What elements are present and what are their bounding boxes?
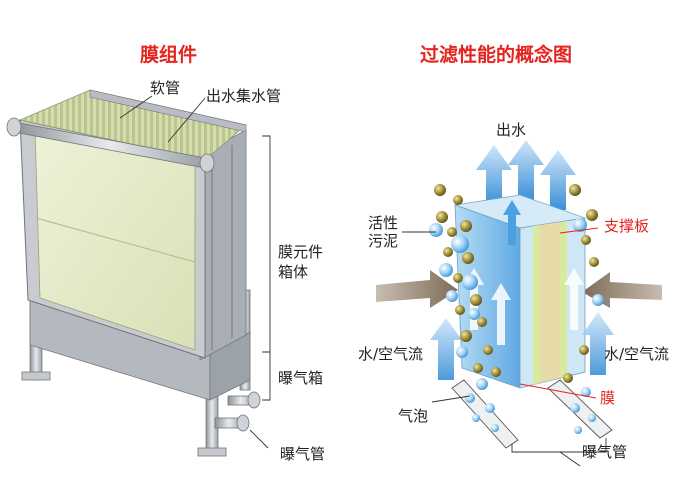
label-membrane: 膜: [600, 389, 616, 407]
label-outlet-header: 出水集水管: [206, 87, 282, 105]
label-bubbles: 气泡: [398, 407, 429, 425]
label-outflow: 出水: [496, 121, 527, 139]
left-title: 膜组件: [140, 44, 198, 66]
label-aeration-pipe-left: 曝气管: [280, 445, 326, 463]
right-leader-lines: [402, 227, 607, 467]
filtration-concept: [376, 140, 662, 449]
label-aeration-pipe-right: 曝气管: [582, 443, 628, 461]
label-support-plate: 支撑板: [604, 217, 650, 235]
air-bubbles: [429, 218, 604, 434]
upflow-arrow-right: [582, 312, 614, 375]
label-flow-right: 水/空气流: [604, 345, 670, 363]
inflow-arrow-left: [376, 270, 458, 308]
label-sludge: 活性 污泥: [368, 214, 399, 250]
sludge-particles: [434, 184, 599, 383]
membrane-module: [6, 89, 261, 457]
left-leader-lines: [119, 95, 271, 449]
membrane-block: [454, 194, 586, 389]
label-hose: 软管: [150, 79, 181, 97]
outflow-arrows: [476, 140, 576, 210]
label-aeration-box: 曝气箱: [278, 369, 324, 387]
label-flow-left: 水/空气流: [358, 345, 424, 363]
upflow-arrow-left: [430, 318, 462, 380]
right-title: 过滤性能的概念图: [420, 44, 573, 66]
label-element-box: 膜元件 箱体: [278, 243, 324, 281]
